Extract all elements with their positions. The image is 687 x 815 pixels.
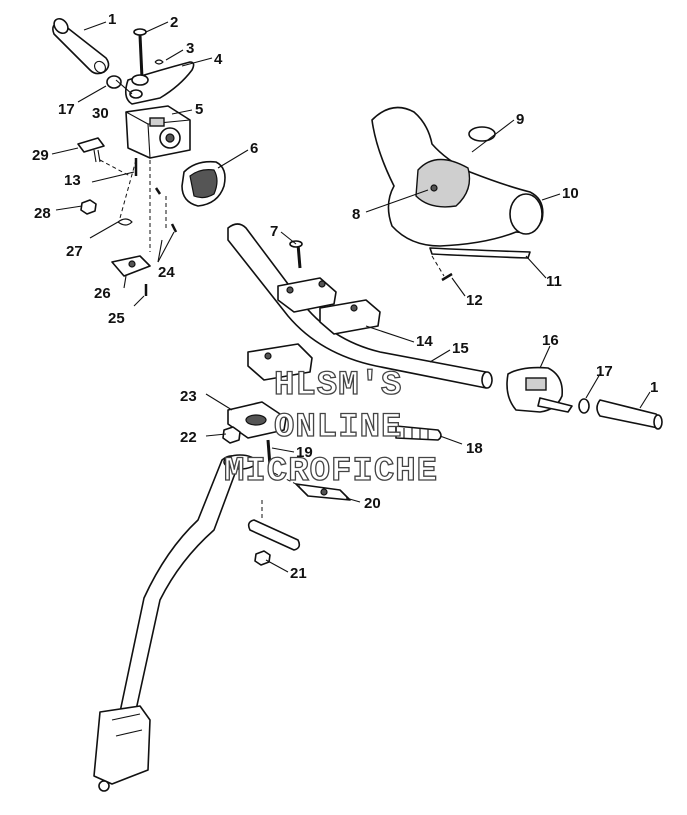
decal-9-part[interactable] — [468, 126, 496, 142]
watermark-line-2: ONLINE — [274, 409, 402, 447]
handlebar-tube-part[interactable] — [227, 223, 493, 389]
leader-lines — [51, 21, 651, 573]
nut-21-part[interactable] — [254, 550, 271, 566]
right-grip-part[interactable] — [596, 399, 663, 430]
callout-26: 26 — [94, 285, 111, 302]
cable-18-part[interactable] — [395, 425, 442, 441]
callout-17-left: 17 — [58, 101, 75, 118]
bracket-20-part[interactable] — [295, 483, 351, 501]
nut-28-part[interactable] — [80, 199, 97, 215]
callout-24: 24 — [158, 264, 175, 281]
callout-14: 14 — [416, 333, 433, 350]
screw-12-part[interactable] — [441, 272, 453, 282]
bolt-19-part[interactable] — [266, 439, 272, 467]
callout-7: 7 — [270, 223, 278, 240]
callout-21: 21 — [290, 565, 307, 582]
bolt-7-part[interactable] — [289, 240, 303, 269]
washer-part[interactable] — [129, 89, 143, 99]
callout-17-right: 17 — [596, 363, 613, 380]
steering-post-part[interactable] — [93, 454, 257, 792]
bearing-plate-part[interactable] — [227, 401, 287, 439]
switch-housing-part[interactable] — [506, 366, 573, 413]
bushing-part[interactable] — [106, 75, 122, 89]
handlebar-pad-part[interactable] — [371, 106, 544, 247]
watermark: HLSM'S ONLINE MICROFICHE — [223, 366, 438, 491]
left-grip-part[interactable] — [51, 16, 110, 75]
screws-24-part[interactable] — [154, 187, 178, 233]
callout-19: 19 — [296, 444, 313, 461]
callout-2: 2 — [170, 14, 178, 31]
callouts: 1 2 3 4 5 6 7 8 9 10 11 12 13 14 15 16 1… — [32, 11, 658, 582]
callout-30: 30 — [92, 105, 109, 122]
callout-6: 6 — [250, 140, 258, 157]
watermark-line-3: MICROFICHE — [224, 453, 438, 491]
clip-part[interactable] — [154, 59, 164, 65]
pin-21-part[interactable] — [247, 519, 301, 551]
callout-1-right: 1 — [650, 379, 658, 396]
callout-23: 23 — [180, 388, 197, 405]
callout-16: 16 — [542, 332, 559, 349]
cable-adjuster-part[interactable] — [77, 137, 105, 163]
callout-22: 22 — [180, 429, 197, 446]
callout-27: 27 — [66, 243, 83, 260]
callout-13: 13 — [64, 172, 81, 189]
strap-11-part[interactable] — [429, 247, 531, 259]
callout-25: 25 — [108, 310, 125, 327]
callout-29: 29 — [32, 147, 49, 164]
throttle-pin-part[interactable] — [133, 28, 147, 79]
throttle-housing-part[interactable] — [125, 105, 191, 159]
nut-22-part[interactable] — [222, 426, 241, 444]
callout-11: 11 — [546, 273, 562, 290]
callout-10: 10 — [562, 185, 579, 202]
lower-clamp-part[interactable] — [247, 343, 313, 381]
callout-9: 9 — [516, 111, 524, 128]
callout-4: 4 — [214, 51, 223, 68]
callout-3: 3 — [186, 40, 194, 57]
callout-5: 5 — [195, 101, 203, 118]
plate-26-part[interactable] — [111, 255, 151, 277]
callout-1-top: 1 — [108, 11, 116, 28]
callout-15: 15 — [452, 340, 469, 357]
callout-8: 8 — [352, 206, 360, 223]
clip-27-part[interactable] — [117, 218, 133, 226]
clamp-14-part[interactable] — [319, 299, 381, 335]
cover-part[interactable] — [181, 160, 226, 207]
callout-20: 20 — [364, 495, 381, 512]
callout-18: 18 — [466, 440, 483, 457]
callout-12: 12 — [466, 292, 483, 309]
spacer-17-part[interactable] — [578, 398, 590, 414]
watermark-line-1: HLSM'S — [274, 367, 402, 405]
callout-28: 28 — [34, 205, 51, 222]
upper-clamp-part[interactable] — [277, 277, 337, 313]
